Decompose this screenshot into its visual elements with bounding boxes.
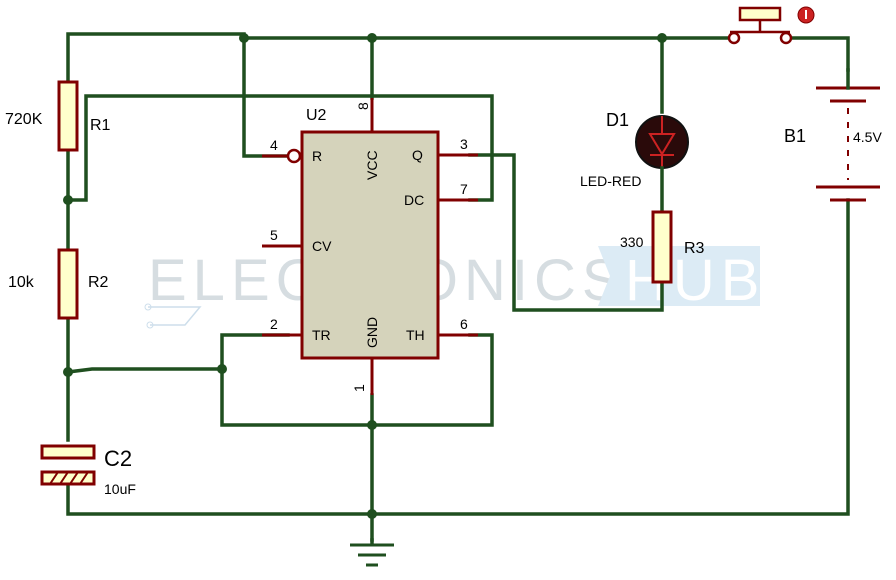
ic-pin-threshold-num: 6 — [460, 316, 468, 332]
resistor-r3-ref: R3 — [684, 240, 705, 257]
resistor-r2-value: 10k — [8, 274, 35, 291]
ic-pin-vcc-num: 8 — [355, 102, 371, 110]
ic-u2: U2 8 VCC 1 GND 4 R 5 CV 2 TR 3 Q 7 DC 6 … — [262, 98, 478, 395]
switch-terminal-left — [727, 31, 741, 45]
ic-pin-gnd-name: GND — [364, 317, 380, 348]
resistor-r1-value: 720K — [5, 111, 43, 128]
capacitor-c2-value: 10uF — [104, 481, 136, 497]
junction-dot — [367, 509, 377, 519]
capacitor-c2-ref: C2 — [104, 446, 132, 471]
ic-pin-trigger-num: 2 — [270, 316, 278, 332]
ic-pin-reset-bubble — [286, 148, 302, 164]
ic-pin-reset-num: 4 — [270, 137, 278, 153]
resistor-r2: 10k R2 — [8, 248, 109, 320]
junctions — [63, 33, 667, 519]
switch-cap — [738, 6, 782, 22]
junction-dot — [217, 364, 227, 374]
wire-switch-to-battery — [788, 36, 850, 72]
ic-pin-output-name: Q — [412, 147, 423, 163]
ic-u2-body — [300, 130, 440, 360]
ic-pin-output-num: 3 — [460, 136, 468, 152]
ic-pin-reset-name: R — [312, 148, 322, 164]
wire-trigger-node — [66, 367, 224, 374]
wire-ground-rail — [66, 198, 850, 516]
watermark-badge — [598, 246, 760, 306]
wires — [66, 32, 850, 545]
resistor-r3-value: 330 — [620, 234, 644, 250]
watermark-text-right: HUB — [625, 248, 765, 313]
junction-dot — [657, 33, 667, 43]
resistor-r3-body — [651, 210, 673, 284]
wire-discharge-loop — [66, 94, 494, 202]
battery-b1: B1 4.5V — [784, 68, 882, 202]
junction-dot — [63, 367, 73, 377]
led-d1: D1 LED-RED — [580, 110, 689, 214]
junction-dot — [239, 33, 249, 43]
ic-pin-discharge-name: DC — [404, 192, 424, 208]
ic-pin-gnd-num: 1 — [351, 384, 367, 392]
resistor-r1-body — [57, 80, 79, 152]
ic-pin-discharge-num: 7 — [460, 181, 468, 197]
ic-pin-trigger-name: TR — [312, 327, 331, 343]
capacitor-c2-plate-top — [40, 444, 96, 460]
led-d1-ref: D1 — [606, 110, 629, 130]
watermark-decor-dot-2 — [146, 321, 154, 329]
ic-pin-cv-num: 5 — [270, 227, 278, 243]
junction-dot — [63, 195, 73, 205]
watermark-decor-lines — [148, 306, 202, 326]
capacitor-c2-hatch — [49, 471, 89, 485]
ic-pin-cv-name: CV — [312, 238, 332, 254]
wire-trigger-threshold-loop — [220, 333, 494, 427]
battery-b1-value: 4.5V — [853, 129, 882, 145]
resistor-r1-ref: R1 — [90, 117, 111, 134]
ic-pin-threshold-name: TH — [406, 327, 425, 343]
battery-b1-ref: B1 — [784, 126, 806, 146]
led-d1-value: LED-RED — [580, 173, 641, 189]
wire-output-to-r3 — [468, 153, 664, 312]
ic-u2-ref: U2 — [306, 107, 327, 124]
resistor-r3: 330 R3 — [620, 210, 705, 284]
capacitor-c2: C2 10uF — [40, 444, 136, 497]
junction-dot — [367, 33, 377, 43]
junction-dot — [367, 420, 377, 430]
watermark-decor-dot-1 — [144, 303, 152, 311]
push-button-switch — [727, 6, 815, 45]
resistor-r2-body — [57, 248, 79, 320]
resistor-r2-ref: R2 — [88, 274, 109, 291]
switch-terminal-right — [779, 31, 793, 45]
ground-symbol — [350, 543, 394, 567]
resistor-r1: 720K R1 — [5, 80, 111, 152]
ic-pin-vcc-name: VCC — [364, 150, 380, 180]
